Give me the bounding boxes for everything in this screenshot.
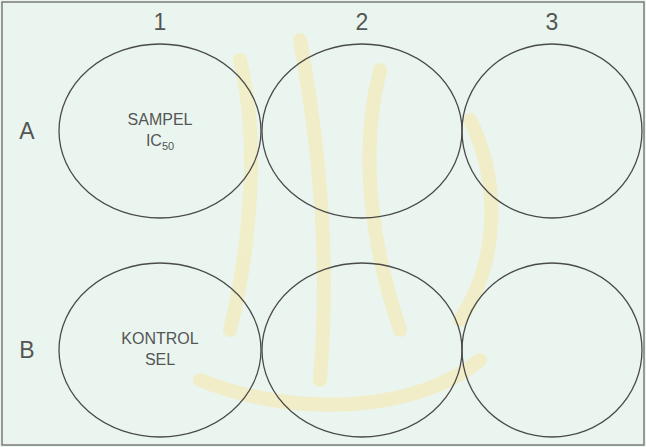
watermark xyxy=(200,40,491,405)
column-label: 1 xyxy=(154,11,167,34)
column-label: 2 xyxy=(356,11,369,34)
row-label: A xyxy=(19,120,34,143)
row-label: B xyxy=(19,339,34,362)
well xyxy=(262,44,462,218)
well-label: SAMPEL IC50 xyxy=(115,110,205,152)
well xyxy=(462,44,642,218)
column-label: 3 xyxy=(546,11,559,34)
well xyxy=(262,263,462,437)
well-outline xyxy=(59,263,261,437)
well: SAMPEL IC50 xyxy=(59,44,261,218)
well-outline xyxy=(59,44,261,218)
well: KONTROL SEL xyxy=(59,263,261,437)
well-label: KONTROL SEL xyxy=(115,329,205,371)
well xyxy=(462,263,642,437)
